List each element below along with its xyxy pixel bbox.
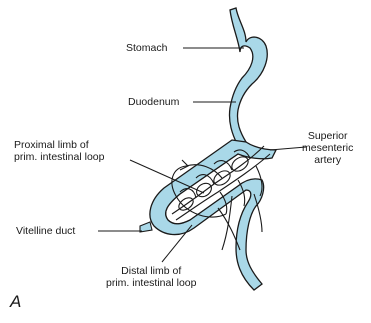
upper-gut <box>229 8 267 146</box>
label-proximal-limb: Proximal limb of prim. intestinal loop <box>14 139 104 163</box>
label-duodenum: Duodenum <box>128 96 179 108</box>
rotation-arrowhead <box>180 160 188 170</box>
label-proximal-limb-line-1: Proximal limb of <box>14 139 104 151</box>
leader-lines <box>98 48 306 262</box>
label-stomach: Stomach <box>126 42 167 54</box>
label-vitelline-duct-text: Vitelline duct <box>16 225 75 237</box>
label-vitelline-duct: Vitelline duct <box>16 225 75 237</box>
label-distal-limb-line-2: prim. intestinal loop <box>106 277 196 289</box>
label-sma-line-2: mesenteric <box>302 142 353 154</box>
label-sma-line-3: artery <box>302 154 353 166</box>
label-superior-mesenteric-artery: Superior mesenteric artery <box>302 130 353 166</box>
label-sma-line-1: Superior <box>302 130 353 142</box>
label-distal-limb-line-1: Distal limb of <box>106 265 196 277</box>
sma-branch-4 <box>180 189 196 198</box>
label-proximal-limb-line-2: prim. intestinal loop <box>14 151 104 163</box>
sma-leader <box>270 147 306 150</box>
esophagus-stomach-duodenum <box>229 8 267 146</box>
label-stomach-text: Stomach <box>126 42 167 54</box>
label-duodenum-text: Duodenum <box>128 96 179 108</box>
panel-letter: A <box>10 292 21 312</box>
label-distal-limb: Distal limb of prim. intestinal loop <box>106 265 196 289</box>
